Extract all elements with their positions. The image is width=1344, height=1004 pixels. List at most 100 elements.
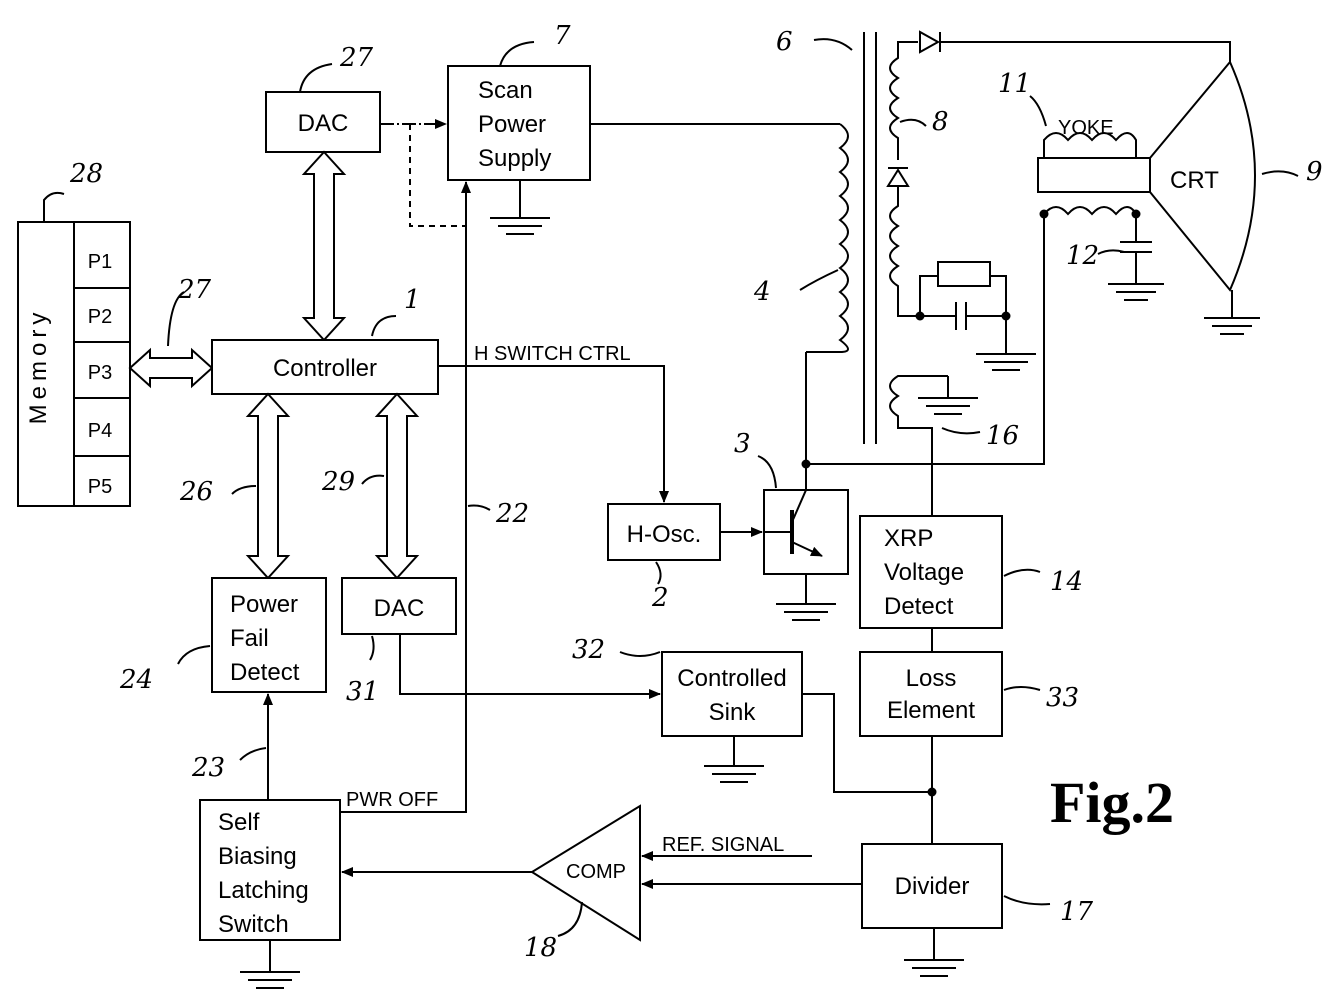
junction-node-loss [928,788,937,797]
h-switch-ctrl-label: H SWITCH CTRL [474,343,631,365]
yoke-assembly [1038,133,1164,300]
ref-29: 29 [321,467,355,497]
loss-line-2: Element [887,697,975,724]
ref-leader-22 [468,506,490,511]
primary-winding [806,124,848,352]
xrp-line-3: Detect [884,593,954,620]
ref-leader-24 [178,646,210,664]
ref-28: 28 [69,159,103,189]
secondary-winding-top [890,42,918,160]
ref-4: 4 [753,277,771,307]
ref-9: 9 [1306,157,1323,187]
ref-leader-32 [620,652,660,656]
ref-1: 1 [404,285,421,315]
memory-slot-p3: P3 [88,362,112,384]
sps-line-2: Power [478,111,546,138]
memory-slot-p5: P5 [88,476,112,498]
ref-leader-2 [656,562,661,584]
ref-signal-label: REF. SIGNAL [662,834,784,856]
h-osc-label: H-Osc. [627,521,702,548]
ref-24: 24 [119,665,153,695]
xrp-line-1: XRP [884,525,933,552]
ref-leader-16 [942,428,980,433]
sps-line-3: Supply [478,145,551,172]
ref-leader-6 [814,39,852,50]
ref-17: 17 [1060,897,1094,927]
aux-ground-symbol [918,376,978,414]
controller-dac-bus [304,152,344,340]
ref-2: 2 [651,583,669,613]
latch-line-4: Switch [218,911,289,938]
figure-title: Fig.2 [1050,770,1174,835]
pwr-off-label: PWR OFF [346,789,438,811]
memory-slot-p2: P2 [88,306,112,328]
transistor-switch [764,490,848,620]
ref-leader-26 [232,486,256,494]
ref-7: 7 [554,21,571,51]
ref-leader-28 [44,193,64,222]
ref-leader-11 [1030,96,1046,126]
controller-label: Controller [273,355,377,382]
yoke-label: YOKE [1058,117,1114,139]
ref-leader-7 [500,42,534,66]
ref-3: 3 [734,429,751,459]
ref-32: 32 [572,635,605,665]
crt-label: CRT [1170,167,1219,194]
divider-label: Divider [895,873,970,900]
ref-leader-33 [1004,687,1040,690]
dac-to-sink-line [400,634,660,694]
ref-33: 33 [1046,683,1079,713]
ref-18: 18 [524,933,557,963]
xrp-line-2: Voltage [884,559,964,586]
ref-26: 26 [179,477,213,507]
ref-27b: 27 [177,275,212,305]
ref-8: 8 [932,107,949,137]
loss-line-1: Loss [906,665,957,692]
focus-diode [888,168,908,186]
memory-block: Memory P1 P2 P3 P4 P5 [18,222,130,506]
memory-controller-bus [130,350,212,386]
sink-ground-symbol [704,736,764,782]
memory-label: Memory [25,308,52,425]
latch-line-1: Self [218,809,260,836]
rc-network [916,262,1037,370]
latch-line-2: Biasing [218,843,297,870]
ref-12: 12 [1066,241,1099,271]
ref-16: 16 [986,421,1019,451]
ref-leader-8 [900,120,926,126]
ref-31: 31 [346,677,379,707]
ref-11: 11 [998,69,1031,99]
ref-leader-1 [372,316,396,336]
ref-leader-9 [1262,171,1298,176]
h-switch-ctrl-line [438,366,664,502]
controller-dac2-bus [377,394,417,578]
hv-diode [920,32,940,52]
ref-leader-17 [1004,896,1050,904]
ref-leader-4 [800,270,838,290]
ref-leader-29 [362,476,384,484]
dac-top-label: DAC [298,110,349,137]
ref-leader-14 [1004,570,1040,576]
ref-22: 22 [495,499,529,529]
ref-leader-3 [758,456,776,488]
sps-ground-symbol [490,180,550,234]
sink-line-2: Sink [709,699,757,726]
pfd-line-1: Power [230,591,298,618]
ref-23: 23 [191,753,225,783]
ref-leader-23 [240,748,266,760]
sink-line-1: Controlled [677,665,786,692]
secondary-winding-bottom [890,186,920,316]
dac-bottom-label: DAC [374,595,425,622]
memory-slot-p4: P4 [88,420,112,442]
latch-ground-symbol [240,940,300,988]
pfd-line-3: Detect [230,659,300,686]
ref-14: 14 [1050,567,1083,597]
memory-slot-p1: P1 [88,251,112,273]
ref-leader-27 [300,64,332,92]
divider-ground-symbol [904,928,964,976]
crt-tube [1150,62,1260,334]
ref-leader-31 [370,636,374,660]
comp-label: COMP [566,861,626,883]
ref-6: 6 [776,27,793,57]
